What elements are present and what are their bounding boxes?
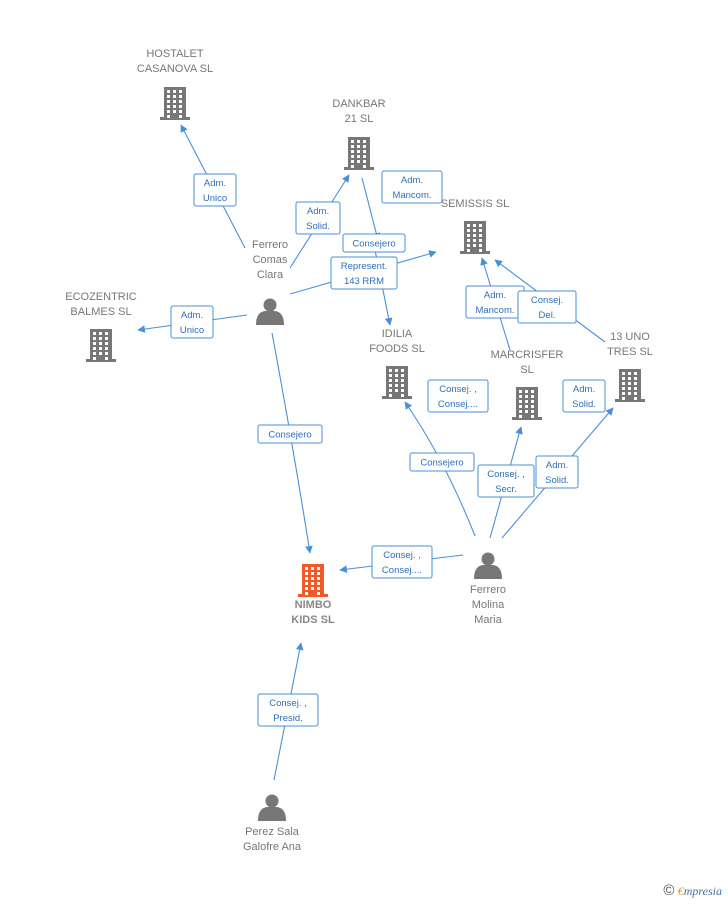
node-label: ECOZENTRIC: [65, 291, 137, 303]
edge-label-fc-nimbo[interactable]: Consejero: [257, 424, 323, 444]
copyright-icon: ©: [663, 882, 675, 899]
node-label: Clara: [257, 269, 284, 281]
edge-label-text: Unico: [203, 193, 227, 204]
node-label: HOSTALET: [146, 48, 204, 60]
building-icon: [382, 366, 412, 399]
node-label: Galofre Ana: [243, 841, 302, 853]
node-label: DANKBAR: [332, 98, 385, 110]
person-icon: [474, 552, 502, 579]
edge-label-marcrisfer-semissis[interactable]: Adm. Mancom.: [465, 285, 525, 319]
building-icon: [512, 387, 542, 420]
node-label: Perez Sala: [245, 826, 300, 838]
edge-label-text: Mancom.: [392, 190, 431, 201]
edge-label-fm-uno[interactable]: Adm. Solid.: [562, 379, 606, 413]
brand-watermark: © €mpresia: [663, 882, 722, 899]
building-icon: [615, 369, 645, 402]
node-label: BALMES SL: [70, 306, 131, 318]
person-icon: [256, 298, 284, 325]
edge-label-text: Consej.: [531, 295, 563, 306]
node-hostalet[interactable]: HOSTALET CASANOVA SL: [137, 48, 213, 120]
edge-label-text: Adm.: [573, 384, 595, 395]
edge-label-text: Consej....: [438, 399, 478, 410]
node-label: 13 UNO: [610, 331, 650, 343]
edge-label-text: Adm.: [204, 178, 226, 189]
edge-label-fc-idilia[interactable]: Consejero: [342, 233, 406, 253]
node-label: NIMBO: [295, 599, 332, 611]
edge-label-fm-nimbo[interactable]: Consej. , Consej....: [371, 545, 433, 579]
node-label: CASANOVA SL: [137, 63, 213, 75]
node-label: IDILIA: [382, 328, 413, 340]
edge-label-fm-idilia-b[interactable]: Consejero: [409, 452, 475, 472]
edge-label-text: Consejero: [352, 239, 395, 250]
edge-label-text: Represent.: [341, 261, 387, 272]
edge-label-text: Consej. ,: [269, 698, 307, 709]
edge-label-ps-nimbo[interactable]: Consej. , Presid.: [257, 693, 319, 727]
node-ecozentric[interactable]: ECOZENTRIC BALMES SL: [65, 291, 137, 362]
empresia-logo: €mpresia: [677, 884, 722, 898]
edge-label-text: Consej....: [382, 565, 422, 576]
edge-label-text: Adm.: [401, 175, 423, 186]
edge-label-dankbar-semissis[interactable]: Adm. Mancom.: [381, 170, 443, 204]
edge-label-text: Consej. ,: [383, 550, 421, 561]
edge-label-fc-semissis[interactable]: Represent. 143 RRM: [330, 256, 398, 290]
edge-label-text: Consej. ,: [487, 469, 525, 480]
edge-label-fc-ecozentric[interactable]: Adm. Unico: [170, 305, 214, 339]
node-marcrisfer[interactable]: MARCRISFER SL: [491, 349, 564, 420]
nodes-layer: HOSTALET CASANOVA SL DANKBAR 21 SL SEMISSIS …: [65, 48, 653, 853]
edge-label-fm-uno-b[interactable]: Adm. Solid.: [535, 455, 579, 489]
node-semissis[interactable]: SEMISSIS SL: [441, 198, 509, 254]
edge-label-text: Unico: [180, 325, 204, 336]
node-label: KIDS SL: [291, 614, 335, 626]
edge-label-text: 143 RRM: [344, 276, 384, 287]
building-icon: [86, 329, 116, 362]
building-icon: [344, 137, 374, 170]
edge-label-text: Consejero: [420, 458, 463, 469]
edge-label-text: Solid.: [545, 475, 569, 486]
building-icon: [298, 564, 328, 597]
edge-label-fm-idilia-a[interactable]: Consej. , Consej....: [427, 379, 489, 413]
node-dankbar[interactable]: DANKBAR 21 SL: [332, 98, 386, 170]
edges-layer: Adm.UnicoAdm.Solid.Adm.Mancom.ConsejeroR…: [137, 124, 614, 781]
node-label: Maria: [474, 614, 502, 626]
edge-label-text: Consejero: [268, 430, 311, 441]
node-label: SEMISSIS SL: [441, 198, 509, 210]
edge-label-text: Del.: [539, 310, 556, 321]
node-label: Ferrero: [470, 584, 506, 596]
node-label: Ferrero: [252, 239, 288, 251]
node-label: FOODS SL: [369, 343, 425, 355]
edge-label-text: Adm.: [181, 310, 203, 321]
edge-label-text: Mancom.: [475, 305, 514, 316]
building-icon: [160, 87, 190, 120]
edge-label-text: Secr.: [495, 484, 517, 495]
person-icon: [258, 794, 286, 821]
edge-label-text: Presid.: [273, 713, 303, 724]
edge-line-dankbar-semissis: [361, 177, 380, 241]
node-label: SL: [520, 364, 533, 376]
building-icon: [460, 221, 490, 254]
edge-label-fc-dankbar[interactable]: Adm. Solid.: [295, 201, 341, 235]
edge-label-text: Consej. ,: [439, 384, 477, 395]
node-idilia[interactable]: IDILIA FOODS SL: [369, 328, 425, 399]
node-label: TRES SL: [607, 346, 653, 358]
edge-label-text: Adm.: [484, 290, 506, 301]
edge-label-text: Adm.: [546, 460, 568, 471]
node-nimbo[interactable]: NIMBO KIDS SL: [291, 564, 335, 626]
node-label: Comas: [253, 254, 288, 266]
edge-label-uno-semissis[interactable]: Consej. Del.: [517, 290, 577, 324]
node-label: 21 SL: [345, 113, 374, 125]
node-uno_tres[interactable]: 13 UNO TRES SL: [607, 331, 653, 402]
edge-label-fm-marcrisfer[interactable]: Consej. , Secr.: [477, 464, 535, 498]
node-label: Molina: [472, 599, 505, 611]
edge-label-text: Solid.: [572, 399, 596, 410]
edge-label-fc-hostalet[interactable]: Adm. Unico: [193, 173, 237, 207]
edge-label-text: Solid.: [306, 221, 330, 232]
node-label: MARCRISFER: [491, 349, 564, 361]
edge-label-text: Adm.: [307, 206, 329, 217]
